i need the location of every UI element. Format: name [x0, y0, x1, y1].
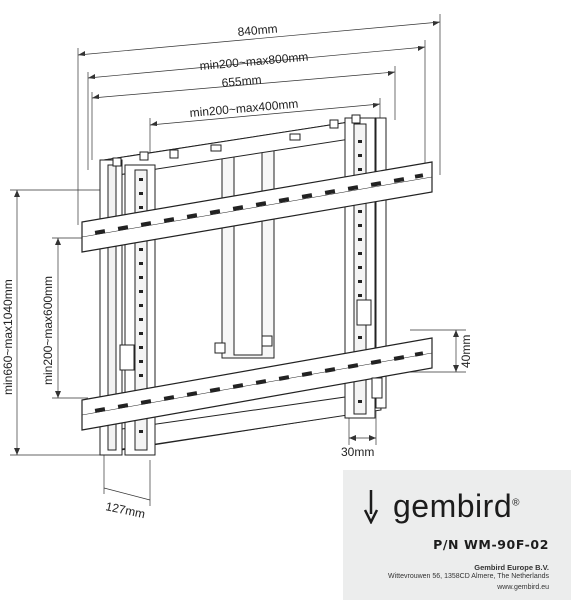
company-website[interactable]: www.gembird.eu	[497, 584, 549, 591]
dim-depth: 127mm	[104, 499, 146, 521]
dim-inner-width: 655mm	[221, 73, 262, 90]
dim-rail-depth: 30mm	[341, 445, 374, 459]
brand-logo: gembird®	[363, 488, 520, 525]
company-name: Gembird Europe B.V.	[474, 563, 549, 572]
bottom-brackets	[119, 299, 383, 399]
dimension-arrowheads	[14, 21, 459, 455]
dim-outer-hole-range: min200~max800mm	[199, 50, 309, 73]
dim-overall-height: min660~max1040mm	[1, 279, 15, 395]
dimension-lines	[10, 14, 466, 506]
brand-panel: gembird® P/N WM-90F-02 Gembird Europe B.…	[343, 470, 571, 600]
dim-overall-width: 840mm	[237, 22, 278, 39]
company-address: Wittevrouwen 56, 1358CD Almere, The Neth…	[388, 573, 549, 580]
gembird-arrow-icon	[363, 489, 379, 524]
part-number: P/N WM-90F-02	[433, 537, 549, 552]
dim-vertical-hole-range: min200~max600mm	[41, 276, 55, 385]
brand-name: gembird	[393, 488, 513, 524]
registered-mark: ®	[512, 497, 520, 509]
top-knobs	[112, 114, 361, 167]
dim-rail-height: 40mm	[459, 335, 473, 368]
top-horizontal-rail	[81, 161, 433, 253]
bottom-horizontal-rail	[81, 337, 433, 431]
